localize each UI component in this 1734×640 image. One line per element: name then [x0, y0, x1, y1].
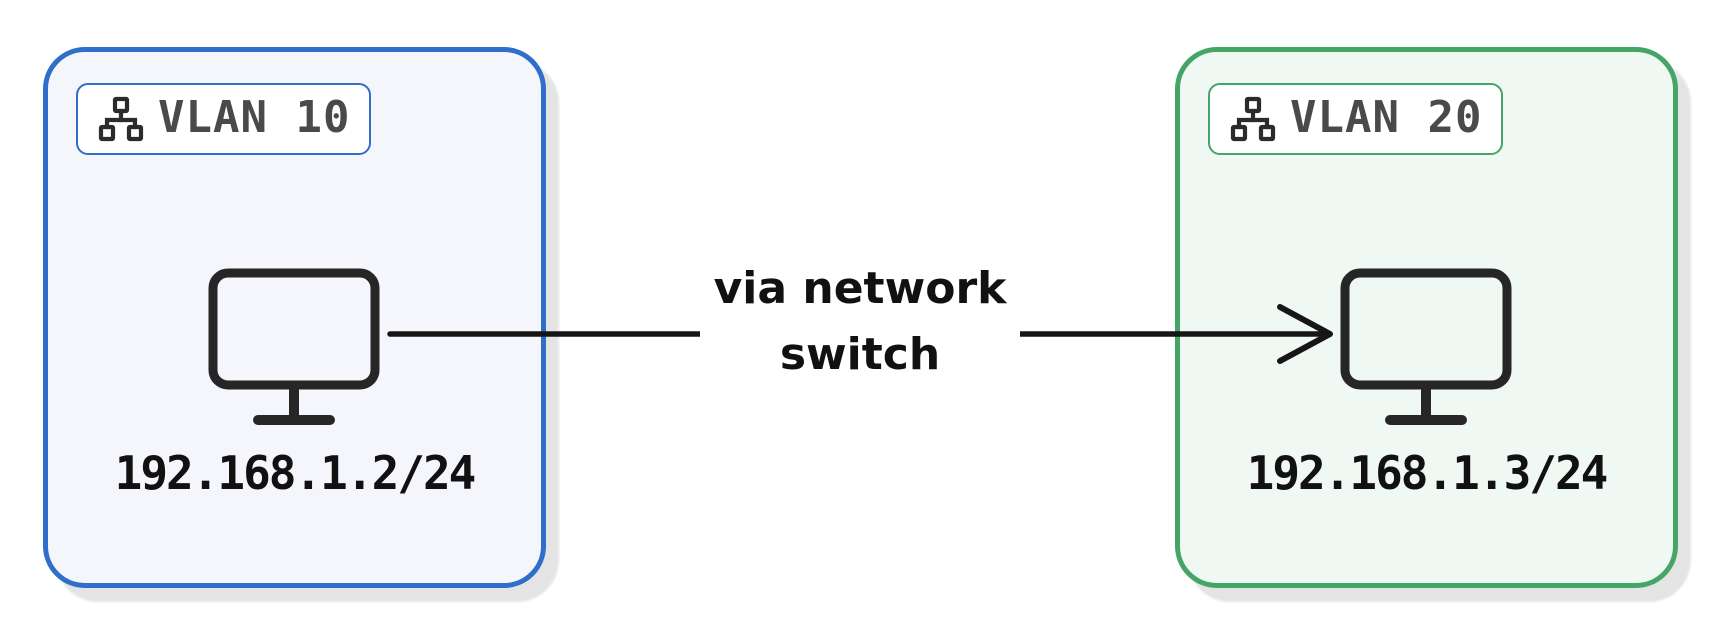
arrowhead-chevron-icon — [1277, 304, 1333, 364]
edge-label: via network switch — [700, 256, 1020, 388]
vlan20-group-box: VLAN 20 192.168.1.3/24 — [1175, 47, 1678, 588]
network-sitemap-icon — [1230, 96, 1276, 142]
edge-label-line2: switch — [779, 329, 941, 380]
vlan10-node-ip: 192.168.1.2/24 — [114, 446, 477, 500]
vlan20-label: VLAN 20 — [1290, 91, 1483, 143]
monitor-icon — [208, 268, 380, 425]
vlan10-label: VLAN 10 — [158, 91, 351, 143]
vlan10-badge: VLAN 10 — [76, 83, 372, 155]
edge-label-line1: via network — [713, 263, 1007, 314]
vlan20-node-ip: 192.168.1.3/24 — [1246, 446, 1609, 500]
monitor-icon — [1340, 268, 1512, 425]
vlan10-group-box: VLAN 10 192.168.1.2/24 — [43, 47, 546, 588]
network-sitemap-icon — [98, 96, 144, 142]
vlan20-badge: VLAN 20 — [1208, 83, 1504, 155]
